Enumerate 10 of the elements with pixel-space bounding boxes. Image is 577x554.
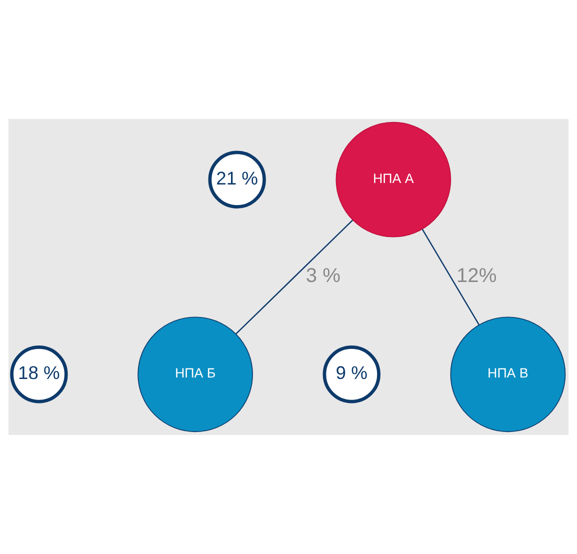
- node-circle: НПА Б: [138, 316, 253, 432]
- node-circle: 9 %: [322, 346, 380, 404]
- node-circle: 21 %: [208, 150, 266, 208]
- connector: [236, 220, 354, 334]
- edge-label: 3 %: [306, 265, 340, 288]
- node-circle: НПА А: [336, 122, 452, 238]
- node-circle: 18 %: [10, 346, 68, 404]
- connector: [422, 228, 480, 326]
- edge-label: 12%: [456, 265, 497, 288]
- node-circle: НПА В: [450, 316, 566, 432]
